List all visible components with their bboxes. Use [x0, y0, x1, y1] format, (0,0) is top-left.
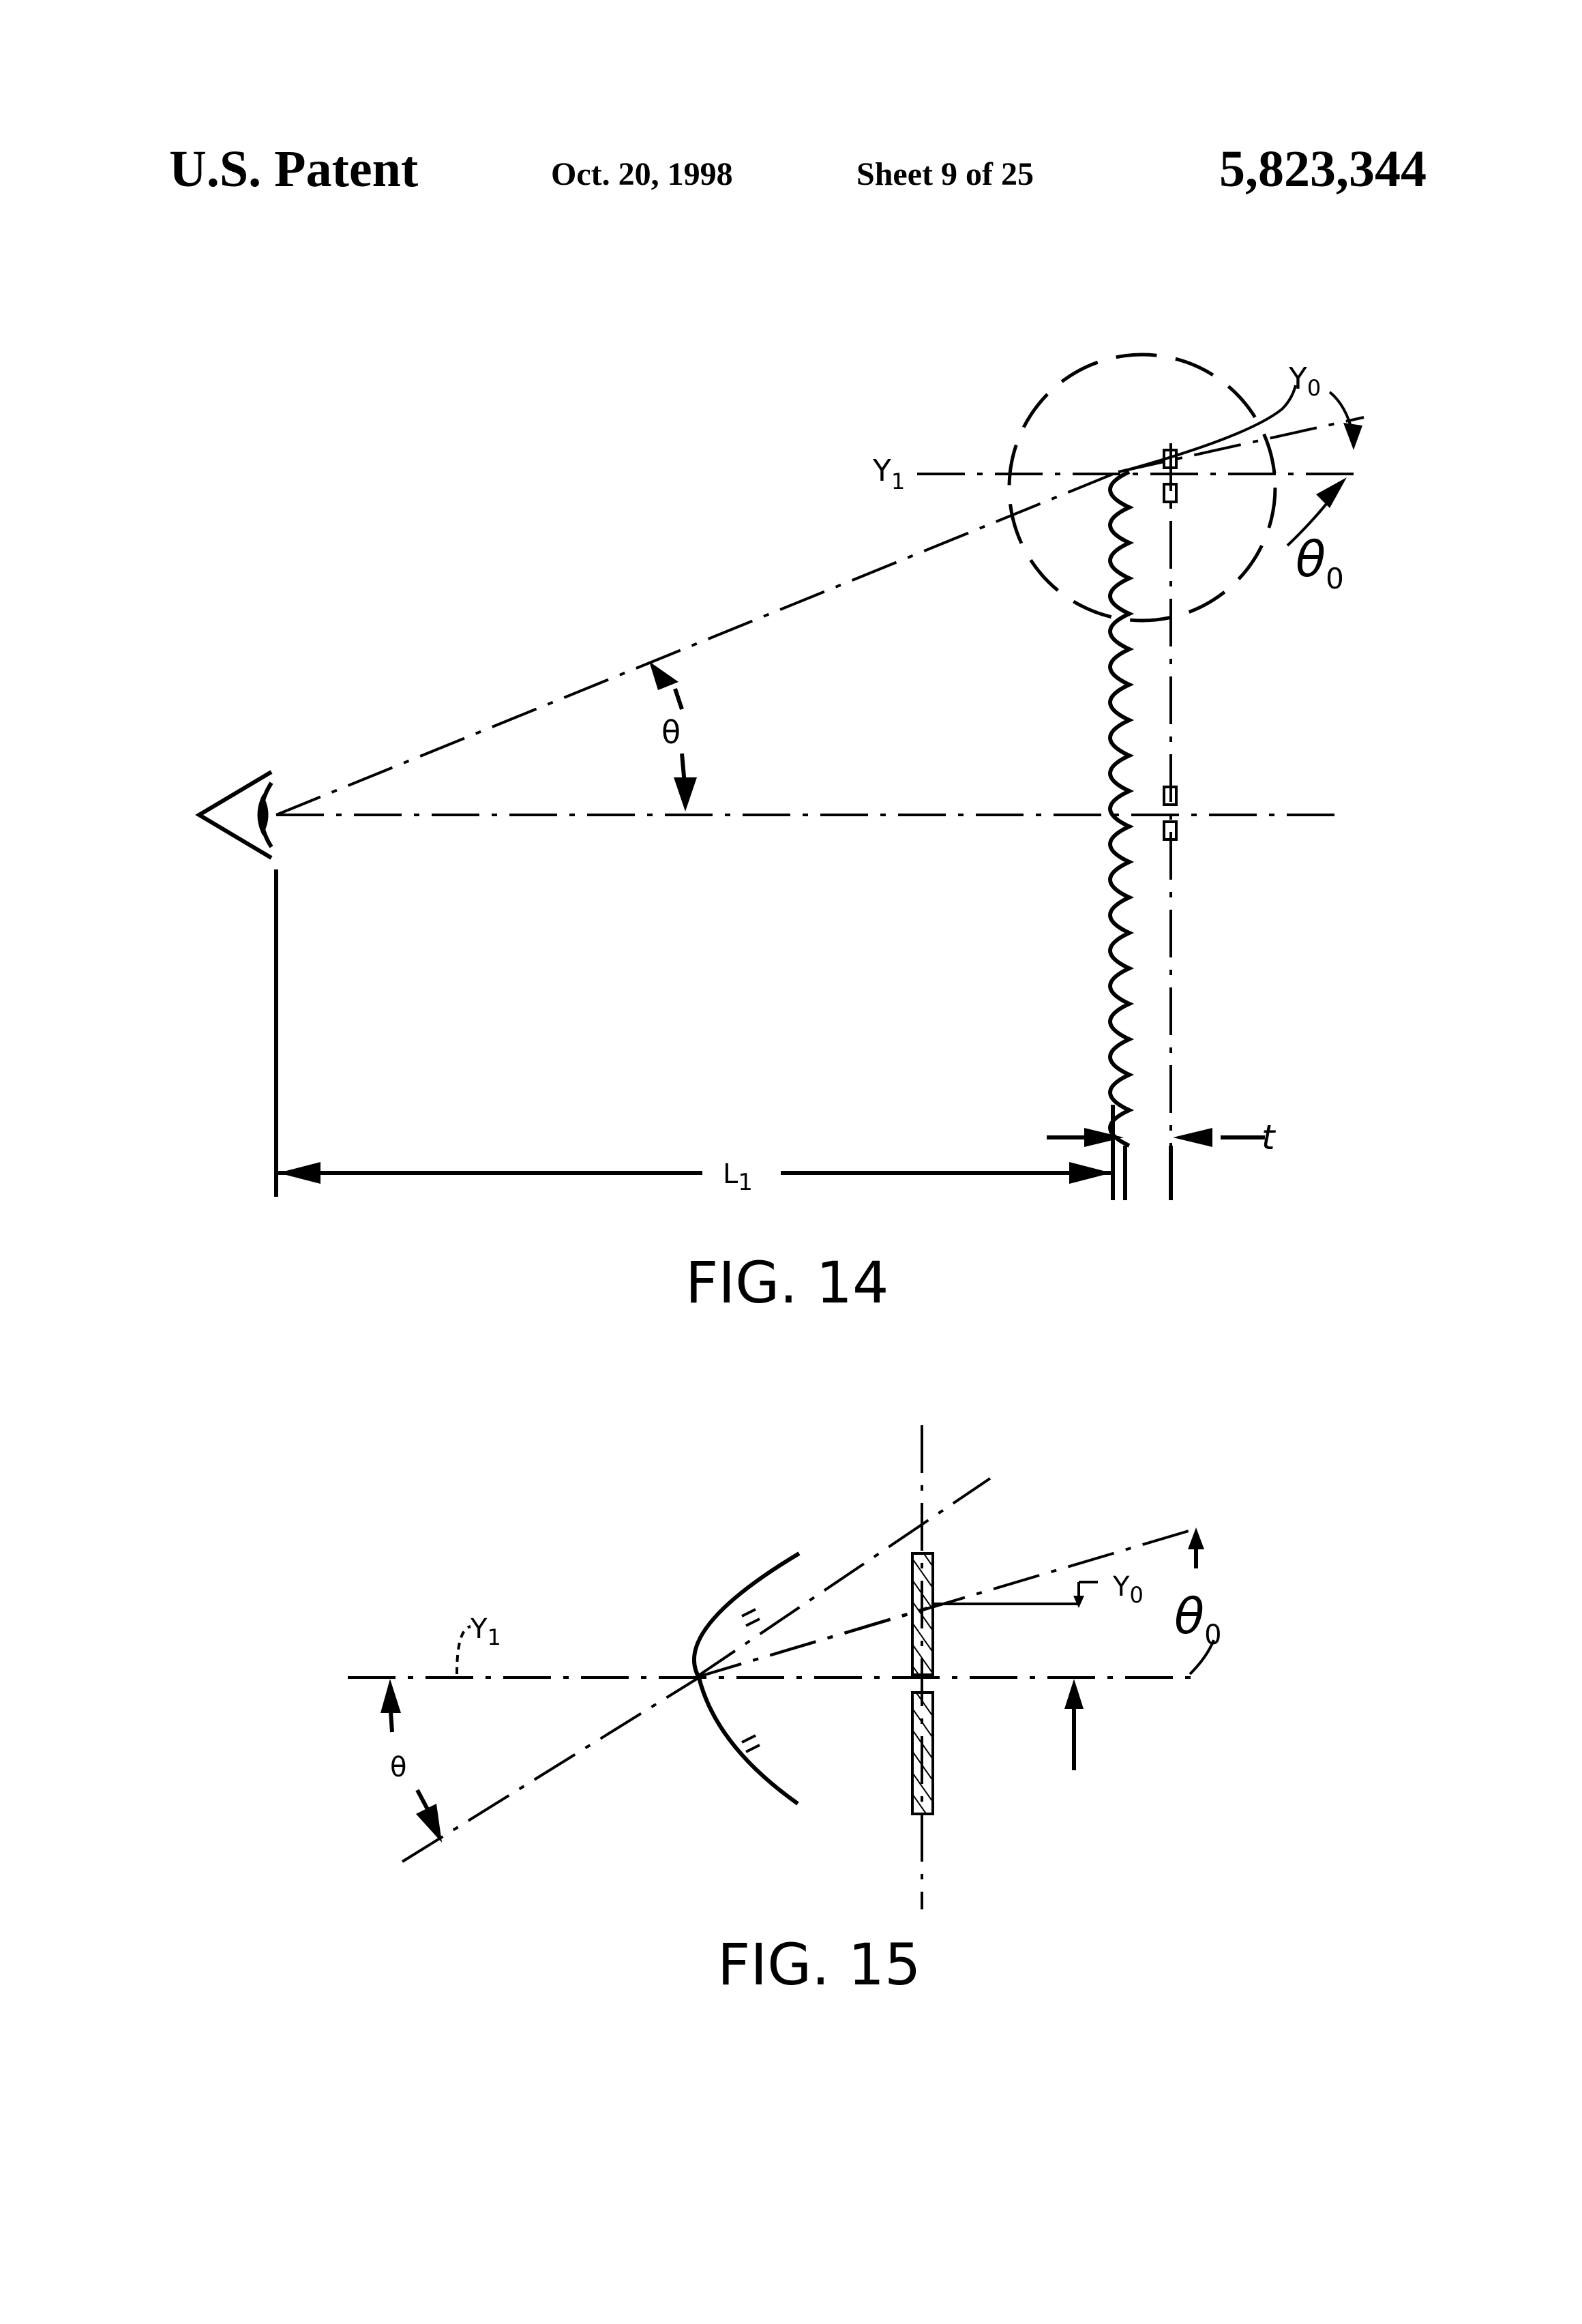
fig15-theta-arrow-lower-head: [416, 1804, 442, 1843]
fig14-diagram: Y0 Y1 θ0 θ L1 t FIG. 14: [195, 353, 1364, 1316]
t-arrowhead-left: [1084, 1128, 1124, 1147]
fig14-label-l1: L1: [723, 1159, 753, 1196]
pixel-aperture: [1163, 820, 1178, 841]
sight-line: [275, 471, 1119, 816]
fig15-label-theta0: θ0: [1174, 1588, 1222, 1651]
fig15-theta0-arrow-upper-head: [1188, 1528, 1204, 1549]
fig14-label-y1: Y1: [872, 453, 905, 494]
fig15-theta0-arrow-lower-head: [1064, 1679, 1084, 1709]
t-arrowhead-right: [1173, 1128, 1212, 1147]
fig15-label-theta: θ: [390, 1752, 406, 1783]
lenticular-lens-array: [1108, 470, 1135, 1148]
fig15-incident-ray: [401, 1676, 700, 1863]
fig15-theta-arrow-upper-shaft: [389, 1711, 394, 1733]
fig15-label-y1: Y1: [470, 1613, 501, 1650]
fig15-lens-surface: [691, 1551, 801, 1806]
patent-number: 5,823,344: [1219, 140, 1427, 198]
y0-ray: [1118, 416, 1364, 473]
eye-icon: [195, 770, 273, 860]
fig14-label-theta: θ: [661, 714, 681, 751]
fig14-label-y0: Y0: [1288, 361, 1321, 401]
fig14-label-t: t: [1262, 1118, 1277, 1157]
fig15-y1-leader: [456, 1625, 471, 1675]
fig15-y0-arrowhead: [1073, 1596, 1084, 1608]
theta-arrow-upper-shaft: [673, 688, 684, 710]
fig15-diagram: Y1 Y0 θ0 θ FIG. 15: [348, 1425, 1222, 1998]
fig15-lens-hatch: [741, 1608, 760, 1627]
theta-arrow-lower-head: [674, 777, 697, 811]
fig15-theta-arrow-lower-shaft: [415, 1789, 430, 1812]
fig15-ray-inner: [695, 1607, 928, 1679]
patent-label: U.S. Patent: [169, 140, 419, 198]
fig15-caption: FIG. 15: [717, 1931, 921, 1998]
fig15-lens-hatch: [741, 1734, 760, 1753]
pixel-aperture: [1163, 786, 1178, 806]
l1-arrowhead-right: [1069, 1162, 1111, 1184]
fig15-theta-arrow-upper-head: [380, 1679, 401, 1713]
fig15-theta0-leader: [1189, 1639, 1215, 1675]
fig15-aperture-upper: [911, 1552, 934, 1676]
sheet-indicator: Sheet 9 of 25: [856, 156, 1034, 192]
fig15-ray-upper: [694, 1477, 991, 1679]
l1-arrowhead-left: [278, 1162, 320, 1184]
pixel-aperture: [1163, 483, 1178, 503]
fig14-label-theta0: θ0: [1296, 531, 1344, 595]
fig15-label-y0: Y0: [1112, 1571, 1144, 1608]
fig14-caption: FIG. 14: [685, 1249, 889, 1316]
y0-arrowhead: [1343, 423, 1362, 450]
detail-circle: [1007, 353, 1277, 623]
theta0-arrowhead: [1316, 477, 1347, 508]
fig15-aperture-lower: [911, 1691, 934, 1815]
theta-arrow-upper-head: [649, 661, 678, 690]
y0-leader: [1124, 385, 1297, 472]
patent-date: Oct. 20, 1998: [551, 156, 733, 192]
